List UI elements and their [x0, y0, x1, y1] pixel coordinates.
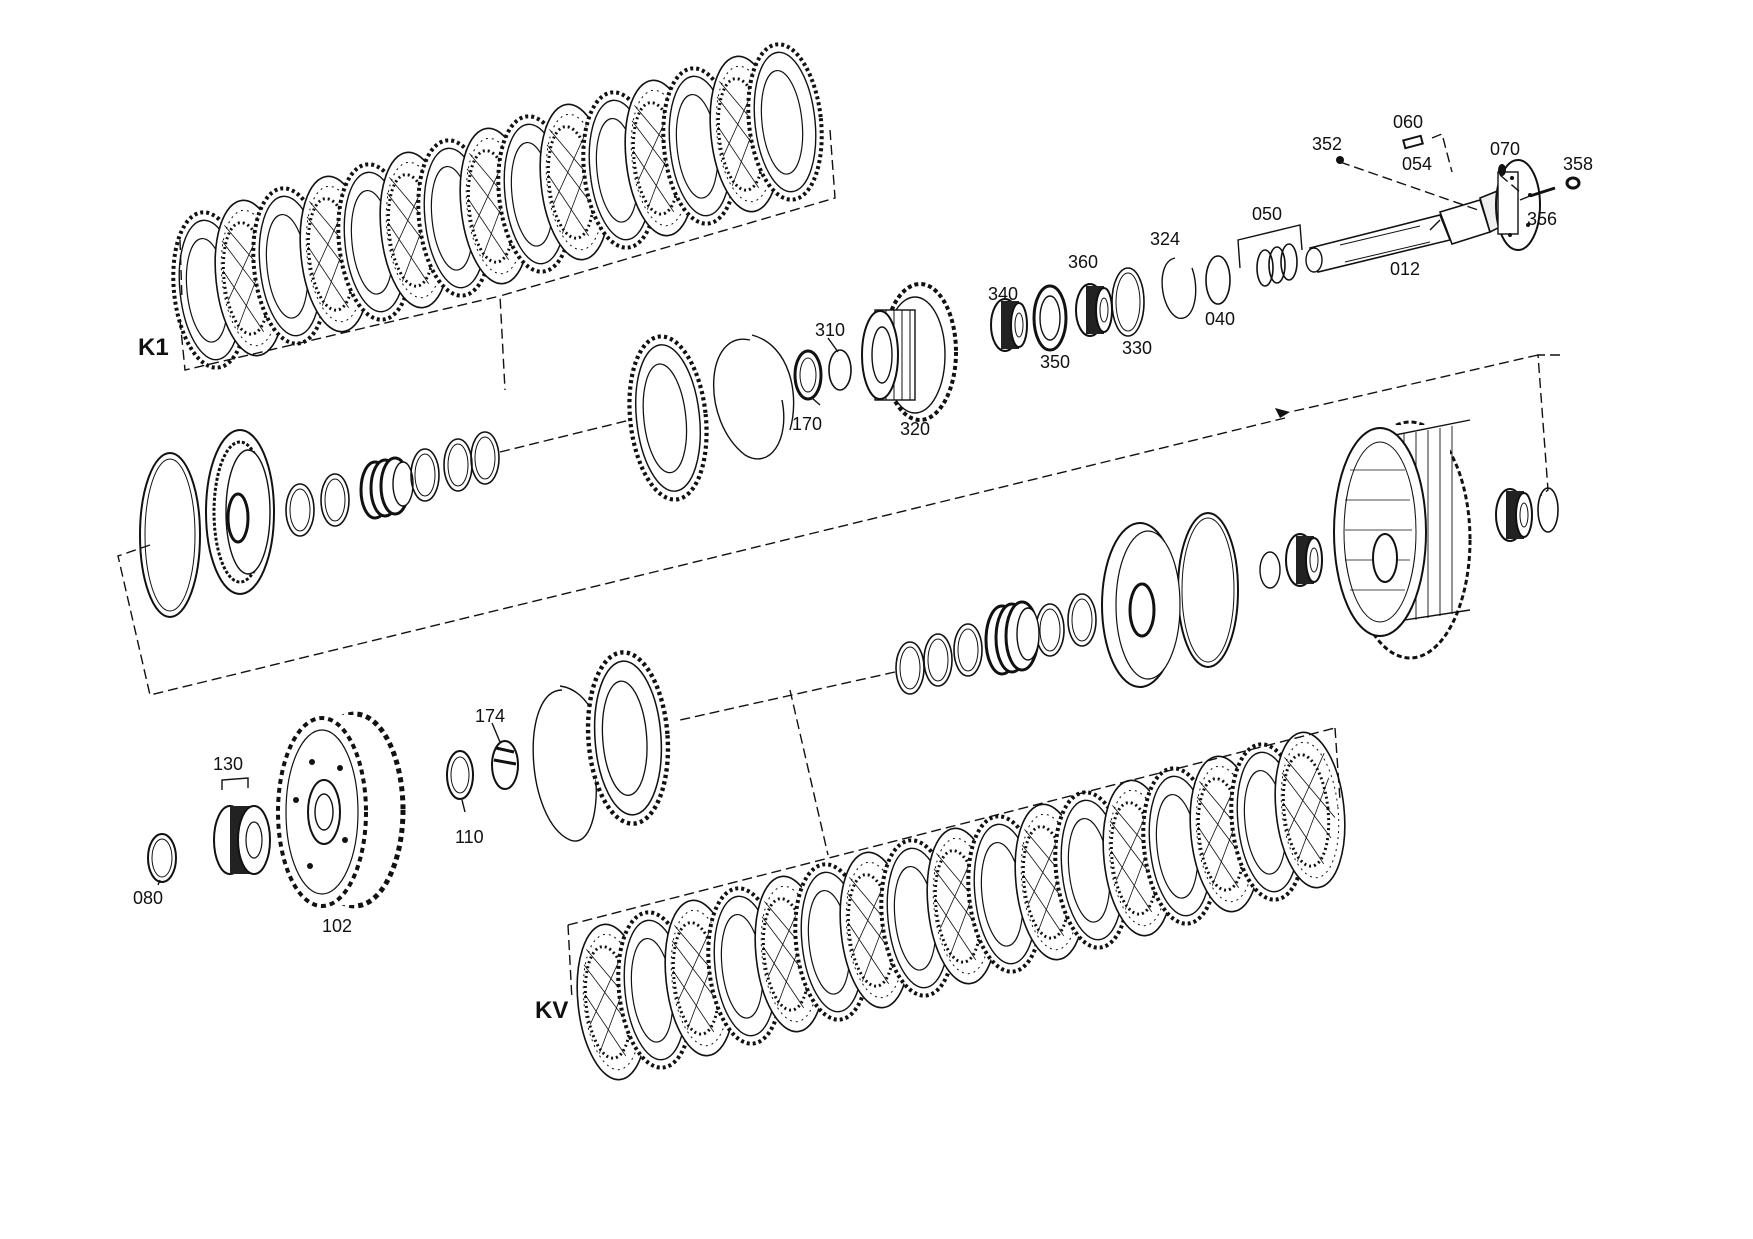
- flow-line-lower: [679, 671, 896, 721]
- flow-line-right: [1537, 354, 1560, 497]
- part-080-ring: [147, 833, 177, 883]
- ring-small-mid: [1259, 551, 1281, 589]
- part-110-ring: [446, 750, 474, 800]
- group-label-k1: K1: [138, 334, 169, 361]
- part-320-gear: [861, 282, 958, 422]
- part-050-seal-rings: [1237, 224, 1303, 287]
- small-fastener-parts: [1336, 133, 1581, 211]
- kv-piston: [1101, 522, 1181, 688]
- k1-plate-pack: [164, 38, 836, 391]
- label-050: 050: [1252, 204, 1282, 224]
- label-054: 054: [1402, 154, 1432, 174]
- label-340: 340: [988, 284, 1018, 304]
- clutch-drum: [1333, 419, 1472, 660]
- label-310: 310: [815, 320, 845, 340]
- kv-plate-pack: [567, 689, 1354, 1085]
- snap-ring-lower: [532, 689, 597, 842]
- upper-shaft-parts: [990, 255, 1231, 352]
- label-170: 170: [792, 414, 822, 434]
- leader-lines: [157, 219, 1441, 886]
- label-358: 358: [1563, 154, 1593, 174]
- part-130-needle-bearing: [213, 777, 271, 875]
- seal-ring-large: [1177, 512, 1239, 668]
- label-324: 324: [1150, 229, 1180, 249]
- flow-line-main: [117, 354, 1539, 696]
- label-040: 040: [1205, 309, 1235, 329]
- spring-pack-kv: [984, 600, 1040, 676]
- label-012: 012: [1390, 259, 1420, 279]
- label-130: 130: [213, 754, 243, 774]
- label-320: 320: [900, 419, 930, 439]
- k1-end-plate: [622, 333, 795, 504]
- label-060: 060: [1393, 112, 1423, 132]
- label-080: 080: [133, 888, 163, 908]
- part-102-gear: [276, 711, 406, 909]
- spring-pack: [359, 456, 414, 520]
- flow-arrow-icon: [1275, 408, 1290, 418]
- label-070: 070: [1490, 139, 1520, 159]
- part-012-shaft: [1305, 159, 1541, 273]
- label-110: 110: [455, 827, 484, 847]
- label-360: 360: [1068, 252, 1098, 272]
- label-174: 174: [475, 706, 505, 726]
- k1-piston-row: [139, 419, 631, 618]
- label-330: 330: [1122, 338, 1152, 358]
- label-356: 356: [1527, 209, 1557, 229]
- group-label-kv: KV: [535, 997, 568, 1024]
- snap-ring-right: [1537, 487, 1559, 533]
- part-170-170-ring: [793, 349, 852, 401]
- label-102: 102: [322, 916, 352, 936]
- part-labels: 060 352 070 358 054 356 050 324 360 012 …: [133, 112, 1593, 936]
- part-174-washer: [491, 740, 519, 790]
- label-350: 350: [1040, 352, 1070, 372]
- label-352: 352: [1312, 134, 1342, 154]
